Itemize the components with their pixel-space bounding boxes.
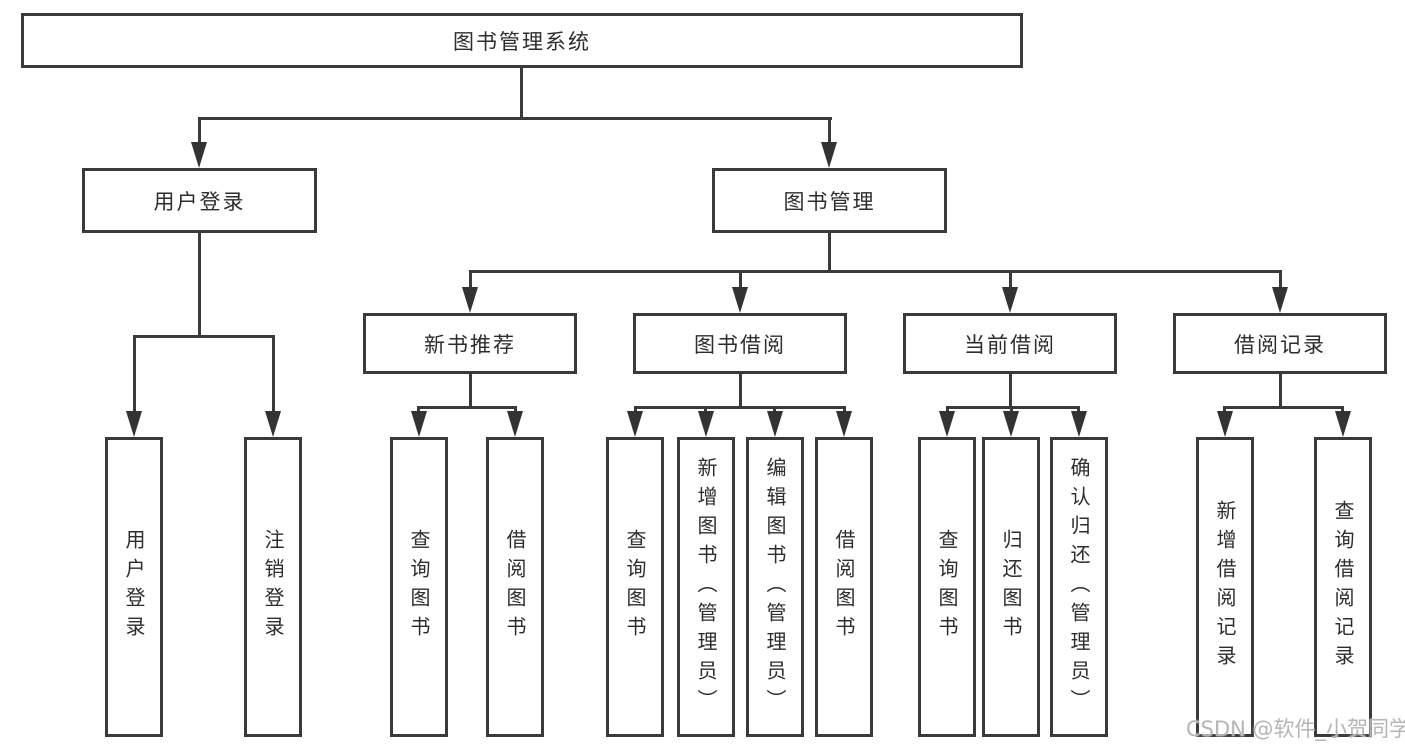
csdn-watermark: CSDN @软件_小贺同学 (1186, 717, 1405, 741)
arrowhead-down-icon (191, 142, 207, 168)
arrowhead-down-icon (767, 411, 783, 437)
leaf-borrow-books: 借阅图书 (815, 437, 873, 737)
node-current-borrowing: 当前借阅 (903, 313, 1117, 374)
arrowhead-down-icon (507, 411, 523, 437)
leaf-confirm-return-admin: 确认归还（管理员） (1050, 437, 1108, 737)
arrowhead-down-icon (732, 287, 748, 313)
connector-root-drop-left (198, 119, 201, 147)
arrowhead-down-icon (939, 411, 955, 437)
leaf-query-books-borrow: 查询图书 (606, 437, 664, 737)
arrowhead-down-icon (1002, 287, 1018, 313)
connector-mgmt-stem (828, 233, 831, 272)
leaf-add-borrow-record: 新增借阅记录 (1196, 437, 1254, 737)
connector-login-bar (133, 335, 275, 338)
arrowhead-down-icon (1071, 411, 1087, 437)
connector-mgmt-drop-1 (469, 272, 472, 288)
node-book-management-system: 图书管理系统 (21, 13, 1023, 68)
connector-current-stem (1009, 374, 1012, 406)
connector-newbooks-bar (417, 406, 517, 409)
leaf-query-borrow-record: 查询借阅记录 (1314, 437, 1372, 737)
connector-current-bar (946, 406, 1080, 409)
node-book-borrowing: 图书借阅 (633, 313, 847, 374)
node-borrowing-records: 借阅记录 (1173, 313, 1387, 374)
connector-newbooks-stem (469, 374, 472, 406)
arrowhead-down-icon (627, 411, 643, 437)
arrowhead-down-icon (462, 287, 478, 313)
connector-records-stem (1279, 374, 1282, 406)
node-user-login: 用户登录 (82, 168, 317, 233)
leaf-borrow-books-recommend: 借阅图书 (486, 437, 544, 737)
connector-root-drop-right (828, 119, 831, 147)
arrowhead-down-icon (836, 411, 852, 437)
arrowhead-down-icon (265, 411, 281, 437)
connector-borrow-stem (739, 374, 742, 406)
node-new-book-recommend: 新书推荐 (363, 313, 577, 374)
connector-login-drop-1 (133, 337, 136, 413)
arrowhead-down-icon (126, 411, 142, 437)
arrowhead-down-icon (698, 411, 714, 437)
connector-mgmt-drop-4 (1279, 272, 1282, 288)
connector-records-bar (1223, 406, 1344, 409)
leaf-query-books-current: 查询图书 (918, 437, 976, 737)
connector-root-stem (520, 68, 523, 120)
node-book-management: 图书管理 (712, 168, 947, 233)
arrowhead-down-icon (1272, 287, 1288, 313)
leaf-add-books-admin: 新增图书（管理员） (677, 437, 735, 737)
connector-mgmt-drop-3 (1009, 272, 1012, 288)
connector-borrow-bar (634, 406, 846, 409)
leaf-user-login: 用户登录 (105, 437, 163, 737)
arrowhead-down-icon (1217, 411, 1233, 437)
arrowhead-down-icon (1335, 411, 1351, 437)
arrowhead-down-icon (411, 411, 427, 437)
connector-mgmt-drop-2 (739, 272, 742, 288)
connector-login-drop-2 (272, 337, 275, 413)
leaf-query-books-recommend: 查询图书 (390, 437, 448, 737)
arrowhead-down-icon (821, 142, 837, 168)
connector-mgmt-bar (469, 270, 1282, 273)
arrowhead-down-icon (1003, 411, 1019, 437)
leaf-return-books: 归还图书 (982, 437, 1040, 737)
connector-login-stem (198, 233, 201, 335)
leaf-logout: 注销登录 (244, 437, 302, 737)
leaf-edit-books-admin: 编辑图书（管理员） (746, 437, 804, 737)
connector-root-bar (198, 117, 832, 120)
